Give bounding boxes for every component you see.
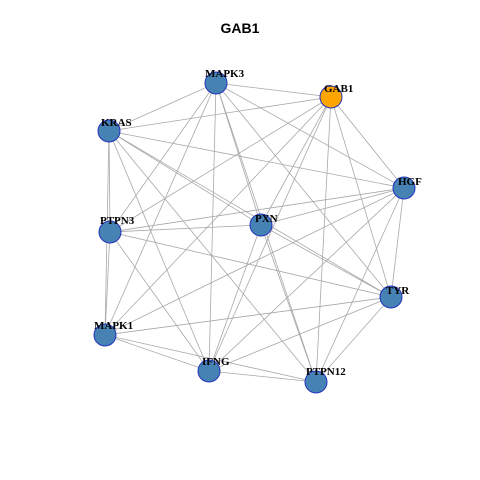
edge-gab1-hgf <box>330 96 405 189</box>
edge-hgf-ptpn3 <box>109 187 405 233</box>
edge-mapk3-tyr <box>215 82 392 298</box>
node-label-tyr: TYR <box>386 285 410 297</box>
node-label-mapk1: MAPK1 <box>94 320 133 332</box>
edge-mapk3-mapk1 <box>104 82 217 336</box>
node-label-ptpn3: PTPN3 <box>100 215 135 227</box>
node-label-ifng: IFNG <box>202 356 230 368</box>
node-ptpn3 <box>98 220 122 244</box>
edges-layer <box>104 82 405 383</box>
edge-ptpn3-tyr <box>109 231 392 298</box>
edge-hgf-ptpn12 <box>315 187 405 383</box>
edge-mapk3-ptpn3 <box>109 82 217 233</box>
node-gab1 <box>319 85 343 109</box>
edge-kras-ptpn12 <box>108 130 317 383</box>
edge-ptpn3-ifng <box>109 231 210 372</box>
node-label-ptpn12: PTPN12 <box>306 366 346 378</box>
edge-pxn-ptpn3 <box>109 224 262 233</box>
node-tyr <box>379 285 403 309</box>
edge-mapk3-gab1 <box>215 82 332 98</box>
edge-pxn-ptpn12 <box>260 224 317 383</box>
edge-tyr-mapk1 <box>104 296 392 336</box>
node-label-pxn: PXN <box>255 213 278 225</box>
edge-kras-pxn <box>108 130 262 226</box>
edge-tyr-ptpn12 <box>315 296 392 383</box>
edge-kras-ifng <box>108 130 210 372</box>
edge-mapk1-ptpn12 <box>104 334 317 383</box>
node-pxn <box>249 213 273 237</box>
edge-hgf-ifng <box>208 187 405 372</box>
edge-mapk3-kras <box>108 82 217 132</box>
edge-gab1-ptpn3 <box>109 96 332 233</box>
figure-title: GAB1 <box>220 20 260 36</box>
edge-kras-tyr <box>108 130 392 298</box>
edge-gab1-ifng <box>208 96 332 372</box>
edge-kras-ptpn3 <box>108 130 111 233</box>
edge-gab1-pxn <box>260 96 332 226</box>
node-label-gab1: GAB1 <box>324 83 353 95</box>
edge-pxn-tyr <box>260 224 392 298</box>
node-label-hgf: HGF <box>398 176 422 188</box>
node-hgf <box>392 176 416 200</box>
edge-hgf-mapk1 <box>104 187 405 336</box>
node-kras <box>97 119 121 143</box>
edge-mapk1-ifng <box>104 334 210 372</box>
edge-gab1-ptpn12 <box>315 96 332 383</box>
node-ptpn12 <box>304 370 328 394</box>
edge-tyr-ifng <box>208 296 392 372</box>
node-mapk1 <box>93 323 117 347</box>
edge-pxn-ifng <box>208 224 262 372</box>
edge-gab1-tyr <box>330 96 392 298</box>
edge-hgf-pxn <box>260 187 405 226</box>
edge-ptpn3-mapk1 <box>104 231 111 336</box>
nodes-layer <box>93 71 416 394</box>
node-ifng <box>197 359 221 383</box>
edge-ifng-ptpn12 <box>208 370 317 383</box>
node-label-mapk3: MAPK3 <box>205 68 245 80</box>
edge-gab1-kras <box>108 96 332 132</box>
edge-kras-hgf <box>108 130 405 189</box>
node-mapk3 <box>204 71 228 95</box>
edge-hgf-tyr <box>390 187 405 298</box>
node-label-kras: KRAS <box>101 117 132 129</box>
